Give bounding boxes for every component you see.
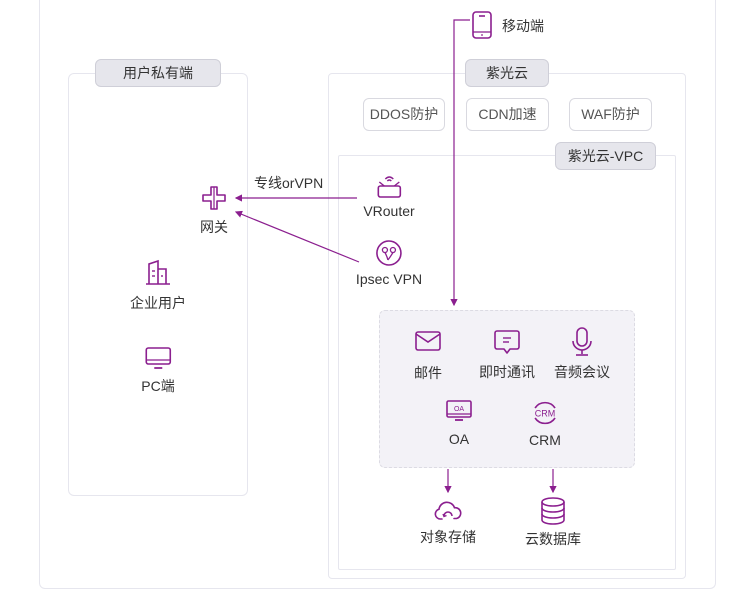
cloud-database-node[interactable]: 云数据库 <box>525 496 581 549</box>
gateway-icon <box>202 186 226 210</box>
apps-group <box>379 310 635 468</box>
svg-text:OA: OA <box>454 406 464 413</box>
ipsec-vpn-node[interactable]: Ipsec VPN <box>356 239 422 287</box>
enterprise-user-node[interactable]: 企业用户 <box>130 259 186 313</box>
router-icon <box>377 176 401 198</box>
vpn-icon <box>376 240 402 266</box>
app-chat-label: 即时通讯 <box>479 364 535 380</box>
app-audio-conference-label: 音频会议 <box>554 364 610 380</box>
app-oa-label: OA <box>448 431 470 447</box>
mobile-to-apps-line <box>450 19 470 307</box>
oa-icon: OA <box>446 400 472 421</box>
vrouter-node[interactable]: VRouter <box>363 174 415 219</box>
private-group-tag: 用户私有端 <box>95 59 221 87</box>
app-mail-label: 邮件 <box>414 365 442 381</box>
mail-icon <box>415 331 441 351</box>
app-chat[interactable]: 即时通讯 <box>479 328 535 382</box>
crm-icon: CRM <box>534 401 556 425</box>
object-storage-node[interactable]: 对象存储 <box>420 497 476 547</box>
mobile-node[interactable] <box>471 10 493 45</box>
connection-label: 专线orVPN <box>254 175 324 191</box>
vpc-group-tag: 紫光云-VPC <box>555 142 656 170</box>
mobile-phone-icon <box>472 11 492 39</box>
ddos-service[interactable]: DDOS防护 <box>363 98 445 131</box>
cdn-service[interactable]: CDN加速 <box>466 98 549 131</box>
waf-service[interactable]: WAF防护 <box>569 98 652 131</box>
database-icon <box>541 497 565 525</box>
app-mail[interactable]: 邮件 <box>414 329 442 383</box>
vrouter-label: VRouter <box>363 203 415 219</box>
gateway-label: 网关 <box>200 219 228 235</box>
app-audio-conference[interactable]: 音频会议 <box>554 326 610 382</box>
monitor-icon <box>145 347 171 369</box>
vpn-to-gateway-arrow <box>234 210 360 263</box>
gateway-node[interactable]: 网关 <box>200 185 228 237</box>
building-icon <box>146 259 170 285</box>
pc-node[interactable]: PC端 <box>141 346 175 396</box>
ipsec-vpn-label: Ipsec VPN <box>355 271 423 287</box>
cloud-database-label: 云数据库 <box>525 531 581 547</box>
app-oa[interactable]: OA OA <box>444 399 474 447</box>
mobile-label: 移动端 <box>502 18 544 34</box>
app-crm-label: CRM <box>529 432 561 448</box>
app-crm[interactable]: CRM CRM <box>529 398 561 448</box>
pc-label: PC端 <box>141 378 175 394</box>
svg-text:CRM: CRM <box>535 409 556 419</box>
chat-icon <box>494 330 520 354</box>
object-storage-label: 对象存储 <box>420 529 476 545</box>
microphone-icon <box>572 327 592 356</box>
cloud-group-tag: 紫光云 <box>465 59 549 87</box>
enterprise-user-label: 企业用户 <box>130 295 186 311</box>
cloud-upload-icon <box>434 501 462 520</box>
